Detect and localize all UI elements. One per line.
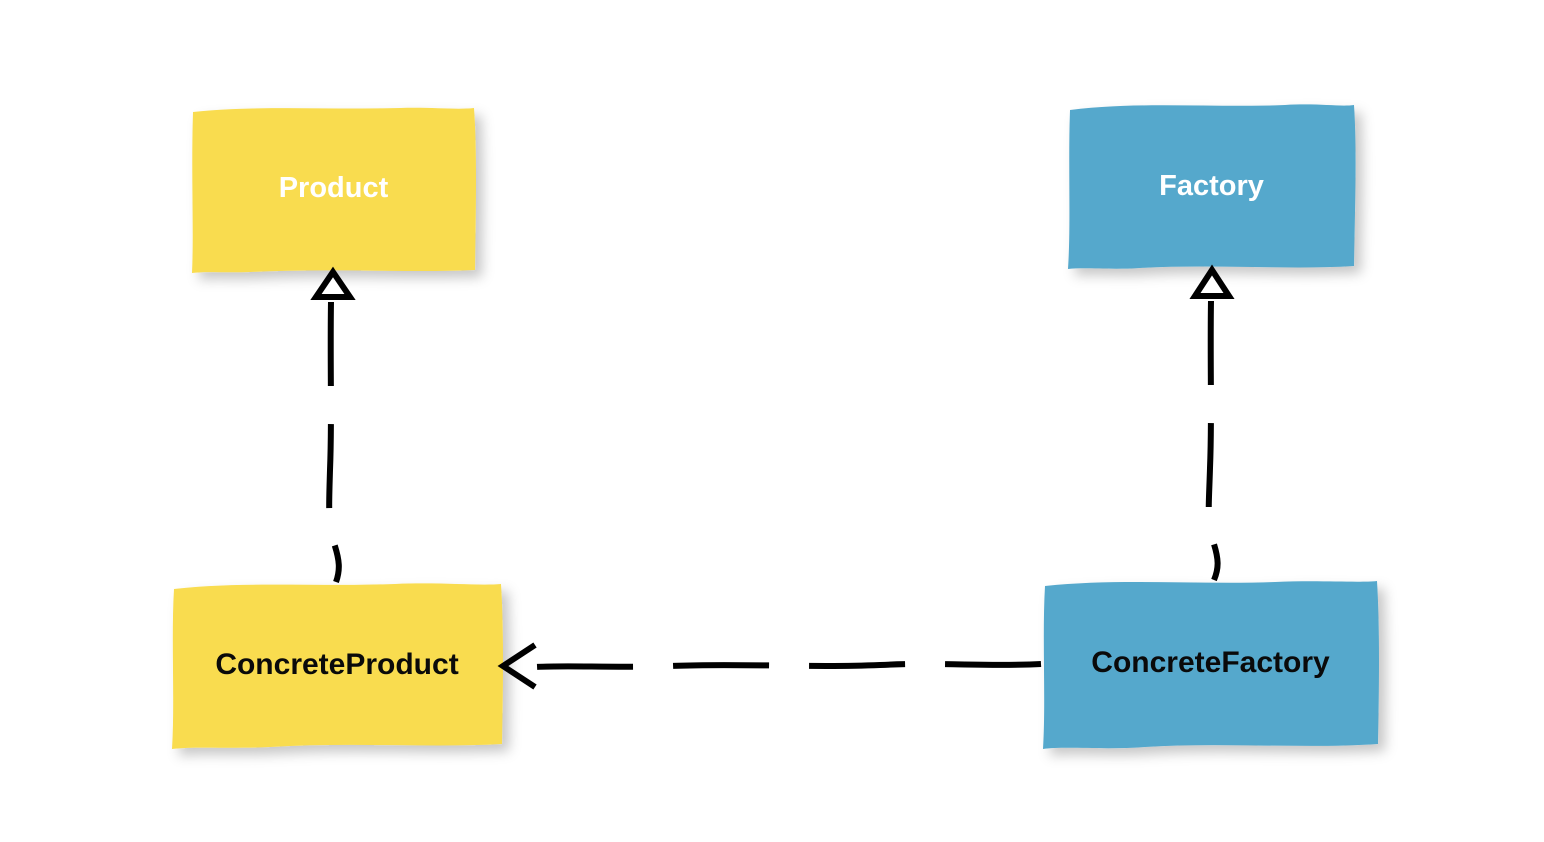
edge-creates-dependency[interactable] (497, 642, 1042, 690)
dependency-line (534, 661, 1042, 670)
dependency-arrowhead-open-v (497, 642, 537, 690)
node-concrete-factory[interactable] (1043, 581, 1379, 749)
node-concrete-factory-shape (1043, 581, 1379, 749)
node-factory[interactable] (1068, 104, 1356, 269)
node-product[interactable] (192, 107, 476, 274)
generalization-arrowhead-factory (1189, 264, 1235, 299)
node-concrete-product-shape (172, 583, 503, 749)
node-product-shape (192, 107, 476, 274)
node-factory-shape (1068, 104, 1356, 269)
node-concrete-product[interactable] (172, 583, 503, 749)
edge-factory-generalization[interactable] (1189, 264, 1235, 582)
edge-product-line (326, 301, 342, 584)
edge-factory-line (1205, 300, 1221, 582)
edge-product-generalization[interactable] (310, 266, 356, 584)
generalization-arrowhead-product (310, 266, 356, 300)
